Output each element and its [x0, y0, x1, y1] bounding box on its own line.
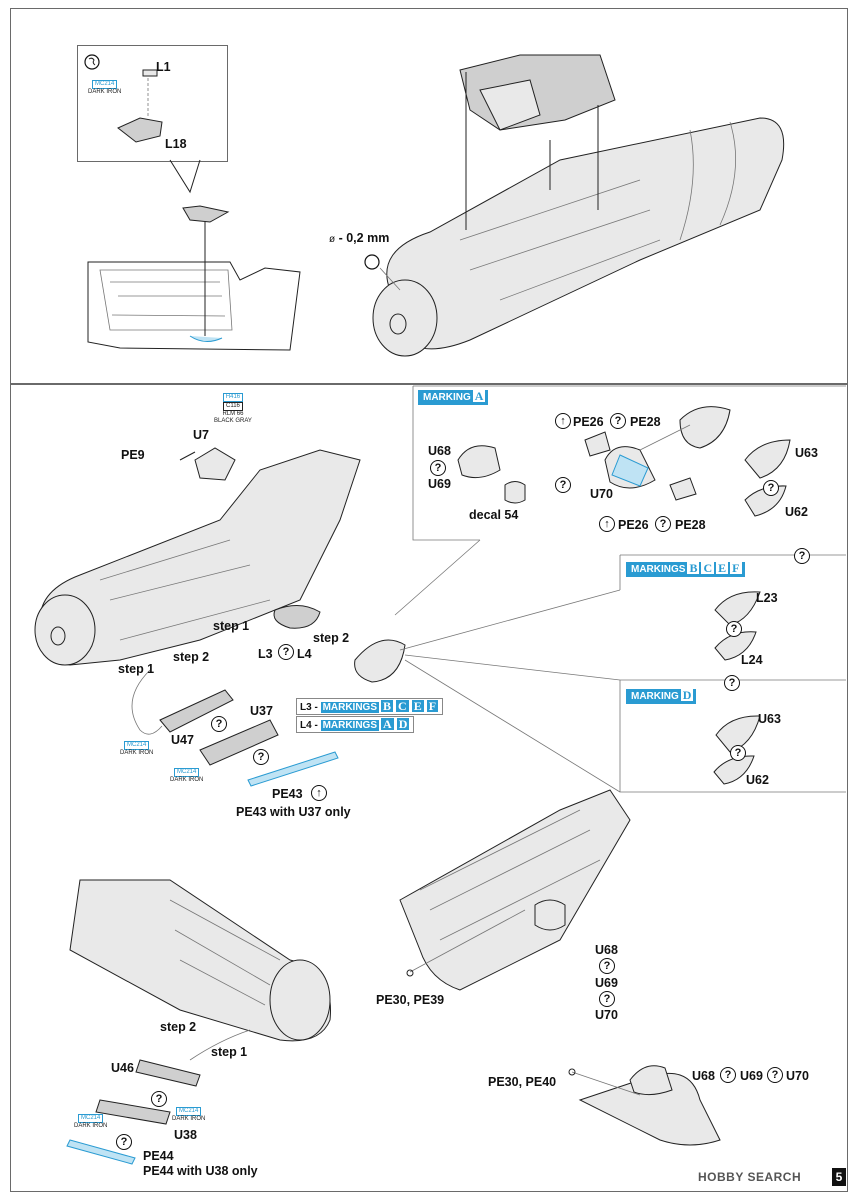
watermark: HOBBY SEARCH: [698, 1170, 802, 1184]
label-step2-c: step 2: [160, 1020, 197, 1034]
question-icon: ?: [599, 991, 615, 1007]
bottom-panel: [10, 384, 848, 1192]
label-pe30-pe40: PE30, PE40: [488, 1075, 557, 1089]
label-pe26-top: PE26: [573, 415, 604, 429]
label-pe9: PE9: [121, 448, 145, 462]
label-step1-c: step 1: [211, 1045, 248, 1059]
part-u68-u69: [457, 445, 501, 479]
question-icon: ?: [763, 480, 779, 496]
part-l1: [142, 69, 158, 77]
question-icon: ?: [151, 1091, 167, 1107]
up-arrow-icon: ↑: [311, 785, 327, 801]
label-pe28-bot: PE28: [675, 518, 706, 532]
paint-chip-u37: MC214 DARK IRON: [170, 768, 204, 783]
label-pe26-bot: PE26: [618, 518, 649, 532]
label-step1-a: step 1: [213, 619, 250, 633]
part-l3-l4: [273, 605, 321, 629]
part-pe44: [66, 1139, 136, 1165]
label-u69-b: U69: [595, 976, 618, 990]
question-icon: ?: [116, 1134, 132, 1150]
label-u7: U7: [193, 428, 209, 442]
paint-chip-u7: H416 C116 RLM 66 BLACK GRAY: [214, 393, 252, 424]
label-u62: U62: [785, 505, 808, 519]
top-panel: [10, 8, 848, 384]
page-number: 5: [832, 1168, 846, 1186]
question-icon: ?: [555, 477, 571, 493]
part-l23: [714, 591, 761, 626]
label-pe44: PE44: [143, 1149, 174, 1163]
part-u38: [95, 1099, 171, 1125]
label-u62-d: U62: [746, 773, 769, 787]
question-icon: ?: [655, 516, 671, 532]
label-u70-c: U70: [786, 1069, 809, 1083]
question-icon: ?: [767, 1067, 783, 1083]
question-icon: ?: [794, 548, 810, 564]
paint-chip-inset: MC214 DARK IRON: [88, 80, 122, 95]
label-l24: L24: [741, 653, 763, 667]
label-step2-b: step 2: [173, 650, 210, 664]
fuselage-top: [386, 117, 785, 350]
label-u68: U68: [428, 444, 451, 458]
part-u63: [744, 439, 791, 479]
question-icon: ?: [278, 644, 294, 660]
label-step1-b: step 1: [118, 662, 155, 676]
question-icon: ?: [430, 460, 446, 476]
label-decal-54: decal 54: [469, 508, 519, 522]
label-u47: U47: [171, 733, 194, 747]
label-u37: U37: [250, 704, 273, 718]
question-icon: ?: [726, 621, 742, 637]
label-pe30-pe39: PE30, PE39: [376, 993, 445, 1007]
question-icon: ?: [720, 1067, 736, 1083]
label-u69: U69: [428, 477, 451, 491]
label-u63: U63: [795, 446, 818, 460]
part-u37: [199, 719, 279, 766]
question-icon: ?: [724, 675, 740, 691]
question-icon: ?: [211, 716, 227, 732]
fuselage-bottom-right: [399, 789, 631, 991]
label-l23: L23: [756, 591, 778, 605]
cockpit-side-panel: [87, 261, 301, 351]
label-pe43: PE43: [272, 787, 303, 801]
pe44-note: PE44 with U38 only: [143, 1164, 258, 1178]
question-icon: ?: [730, 745, 746, 761]
label-l18: L18: [165, 137, 187, 151]
pe43-note: PE43 with U37 only: [236, 805, 351, 819]
part-l24: [714, 631, 757, 661]
label-u70-b: U70: [595, 1008, 618, 1022]
part-pe43: [247, 751, 339, 787]
paint-chip-u38: MC214 DARK IRON: [74, 1114, 108, 1129]
label-u70: U70: [590, 487, 613, 501]
label-u69-c: U69: [740, 1069, 763, 1083]
drill-text: ø - 0,2 mm: [329, 231, 390, 245]
part-intake: [354, 639, 406, 683]
label-u46: U46: [111, 1061, 134, 1075]
label-l1: L1: [156, 60, 171, 74]
label-pe28-top: PE28: [630, 415, 661, 429]
label-l4: L4: [297, 647, 312, 661]
label-u68-b: U68: [595, 943, 618, 957]
part-u46: [135, 1059, 201, 1087]
question-icon: ?: [610, 413, 626, 429]
paint-chip-u47: MC214 DARK IRON: [120, 741, 154, 756]
up-arrow-icon: ↑: [599, 516, 615, 532]
label-u68-c: U68: [692, 1069, 715, 1083]
label-l3: L3: [258, 647, 273, 661]
part-u62-d: [713, 755, 755, 785]
part-l18: [117, 117, 163, 143]
label-u38: U38: [174, 1128, 197, 1142]
inset-box: [77, 45, 228, 162]
label-step2-a: step 2: [313, 631, 350, 645]
label-u63-d: U63: [758, 712, 781, 726]
question-icon: ?: [599, 958, 615, 974]
question-icon: ?: [253, 749, 269, 765]
part-u47: [159, 689, 234, 733]
paint-chip-u46: MC214 DARK IRON: [172, 1107, 206, 1122]
up-arrow-icon: ↑: [555, 413, 571, 429]
